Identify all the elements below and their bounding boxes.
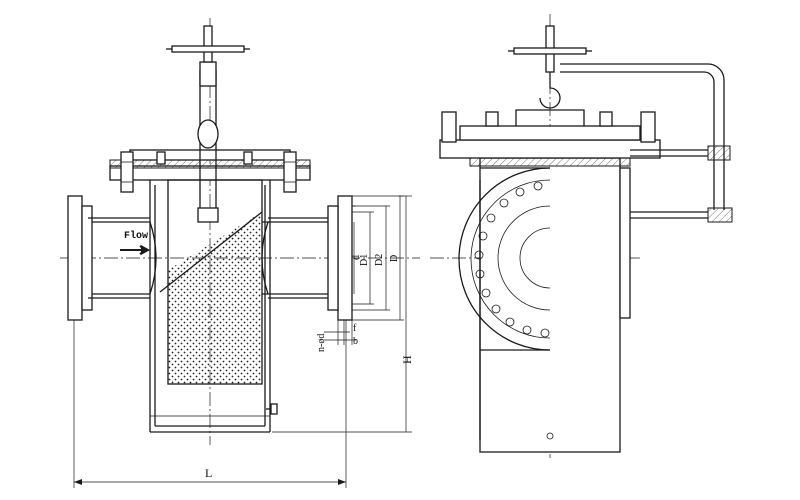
cover-bolt-left	[120, 151, 134, 193]
dim-d-label: d	[351, 255, 362, 260]
dim-f-label: f	[353, 323, 357, 334]
dim-D2-label: D2	[374, 254, 385, 266]
front-section-view: Flow d D1 D2 D f b n-ød H	[60, 18, 420, 488]
flow-label: Flow	[124, 230, 148, 242]
flange-bolt-holes	[474, 181, 550, 338]
cover-bolt-right	[283, 151, 297, 193]
dim-L-label: L	[205, 466, 212, 480]
dim-H-label: H	[400, 355, 414, 364]
dim-b-label: b	[353, 336, 358, 347]
dim-D1-label: D1	[359, 254, 370, 266]
dim-bolts-label: n-ød	[316, 334, 327, 352]
side-view	[430, 14, 733, 458]
dim-D-label: D	[389, 255, 400, 262]
